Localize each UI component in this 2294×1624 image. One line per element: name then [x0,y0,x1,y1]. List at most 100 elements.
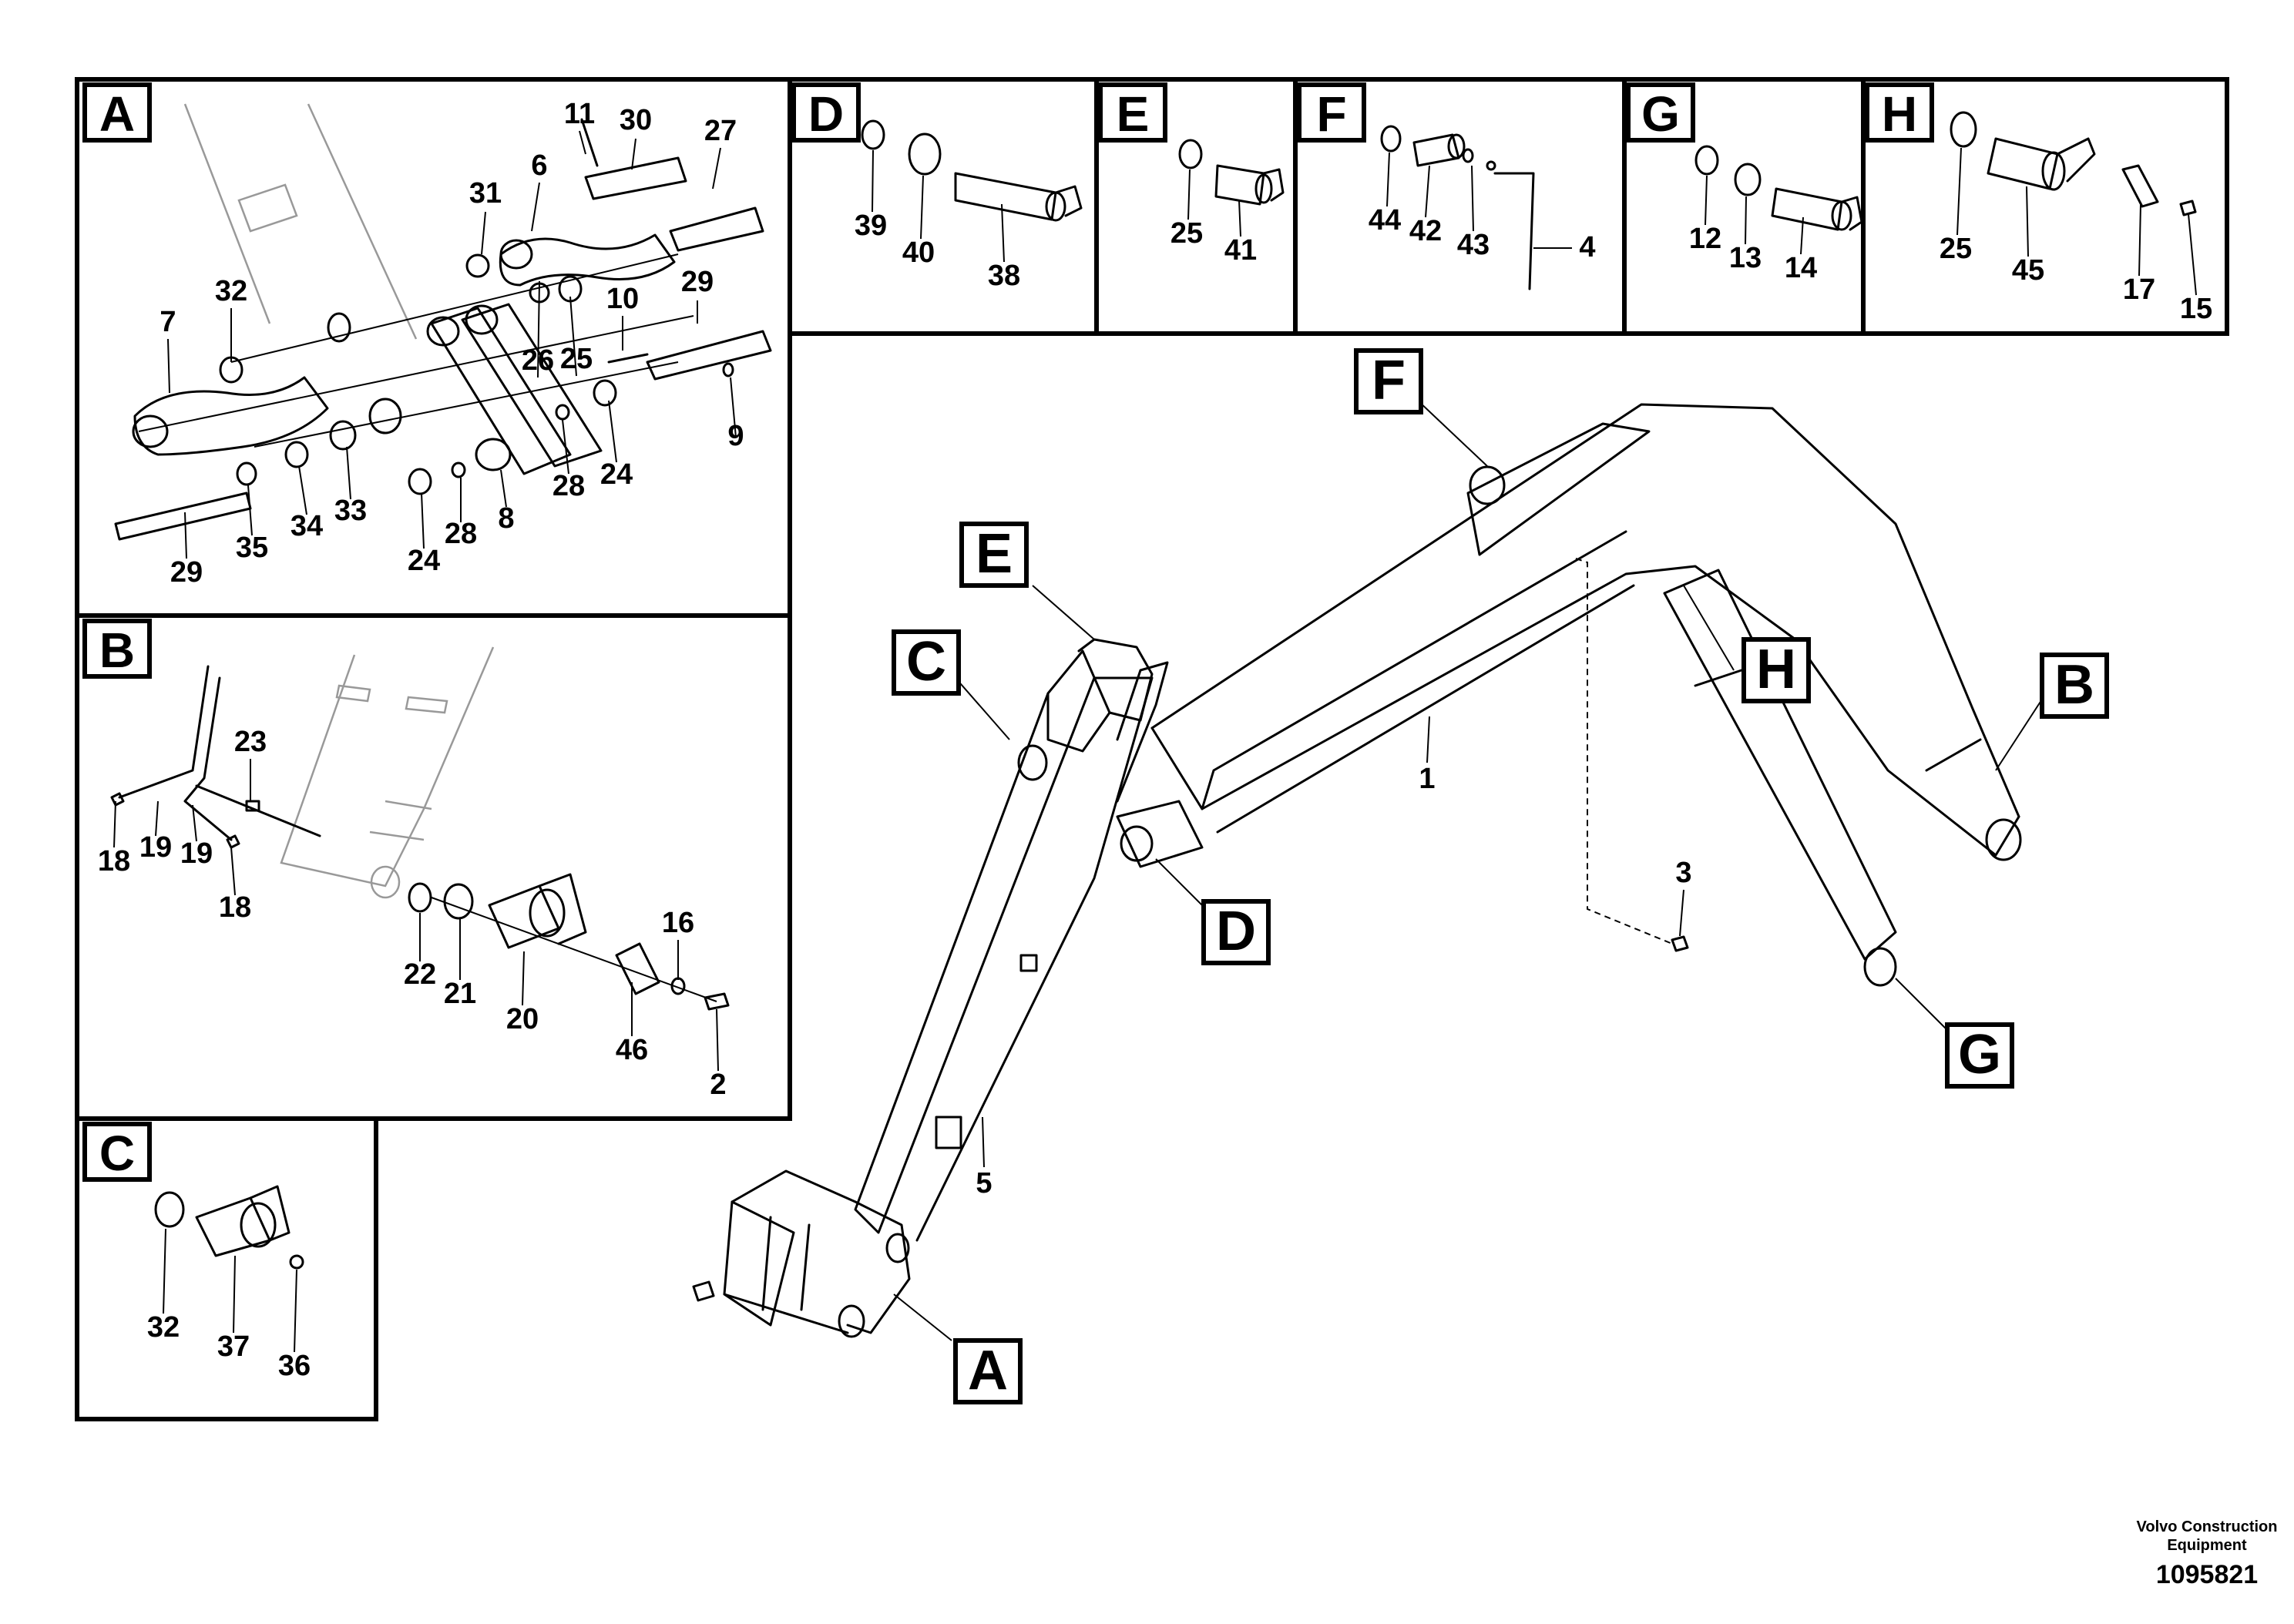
svg-text:B: B [2054,654,2094,716]
panel-c-leaders [163,1228,297,1353]
label: 46 [616,1034,648,1066]
boom-assembly [692,403,2022,1338]
label: 3 [1675,857,1691,889]
credit-line-2: Equipment [2167,1537,2247,1554]
label: 28 [553,470,585,502]
callout-h: H [1683,585,1811,703]
label: 24 [600,458,633,491]
svg-text:A: A [968,1340,1008,1401]
panel-c-frame [75,1116,378,1421]
label: 17 [2123,273,2155,306]
panel-e-artwork [1178,139,1285,206]
panel-a-artwork [114,103,772,541]
panel-d-badge: D [791,82,861,143]
panel-f-leaders [1386,152,1572,249]
panel-c-labels: 32 37 36 [147,1311,311,1382]
panel-h-labels: 25 45 17 15 [1940,233,2212,325]
svg-text:G: G [1641,86,1680,142]
label: 44 [1369,204,1401,237]
label: 37 [217,1330,250,1363]
label: 18 [219,891,251,924]
panel-h-leaders [1956,147,2197,296]
panel-g-leaders [1705,175,1804,255]
panel-f-badge: F [1297,82,1366,143]
svg-text:F: F [1372,350,1406,411]
panel-a-leaders [167,130,737,559]
label: 21 [444,978,476,1010]
label: 30 [620,104,652,136]
label: 6 [531,149,547,182]
label: 25 [1940,233,1972,265]
panel-c-artwork [154,1185,304,1270]
panel-h-badge: H [1865,82,1934,143]
label: 33 [334,495,367,527]
label: 29 [681,266,714,298]
svg-text:C: C [906,631,946,693]
label: 39 [855,210,887,242]
label: 38 [988,260,1020,292]
label: 15 [2180,293,2212,325]
label: 34 [291,510,323,542]
svg-text:D: D [1216,901,1256,962]
label: 32 [215,275,247,307]
label: 11 [564,98,595,130]
callout-d: D [1155,858,1271,965]
label: 22 [404,958,436,991]
panel-g-labels: 12 13 14 [1689,223,1817,284]
panel-a-badge: A [82,82,152,143]
label: 8 [498,502,514,535]
svg-text:C: C [99,1126,135,1181]
label: 1 [1419,763,1435,795]
label: 25 [1171,217,1203,250]
panel-f-artwork [1380,125,1535,290]
panel-e-leaders [1187,169,1241,237]
drawing-id: 1095821 [2156,1560,2258,1589]
label: 29 [170,556,203,589]
label: 10 [606,283,639,315]
panel-e-badge: E [1098,82,1167,143]
panel-g-artwork [1694,145,1863,231]
callout-f: F [1354,348,1488,467]
label: 2 [710,1069,726,1101]
panel-c-badge: C [82,1122,152,1182]
svg-text:B: B [99,622,135,678]
svg-text:F: F [1316,86,1346,142]
panel-b-leaders [113,759,719,1072]
label: 45 [2012,254,2044,287]
panel-a-frame [75,77,792,618]
panel-d-labels: 39 40 38 [855,210,1020,292]
panel-h-artwork [1950,111,2197,216]
label: 40 [902,237,935,269]
panel-b-badge: B [82,619,152,679]
credit-line-1: Volvo Construction [2137,1518,2278,1535]
callout-g: G [1895,978,2014,1089]
label: 16 [662,907,694,939]
panel-d-leaders [872,149,1005,263]
label: 27 [704,115,737,147]
label: 42 [1409,215,1442,247]
label: 19 [139,831,172,864]
label: 31 [469,177,502,210]
panel-b-frame [75,613,792,1121]
label: 28 [445,518,477,550]
label: 19 [180,837,213,870]
label: 32 [147,1311,180,1344]
main-labels: 1 3 5 [976,763,1691,1200]
label: 35 [236,532,268,564]
panel-b-artwork [110,646,730,1011]
label: 23 [234,726,267,758]
svg-text:E: E [976,523,1013,585]
label: 41 [1224,234,1257,267]
svg-text:E: E [1117,86,1150,142]
label: 13 [1729,242,1762,274]
panel-g-badge: G [1626,82,1695,143]
label: 5 [976,1167,992,1200]
svg-text:H: H [1756,639,1796,700]
panel-f-labels: 44 42 43 4 [1369,204,1596,263]
label: 36 [278,1350,311,1382]
panel-e-labels: 25 41 [1171,217,1257,267]
label: 12 [1689,223,1721,255]
label: 18 [98,845,130,877]
label: 24 [408,545,440,577]
